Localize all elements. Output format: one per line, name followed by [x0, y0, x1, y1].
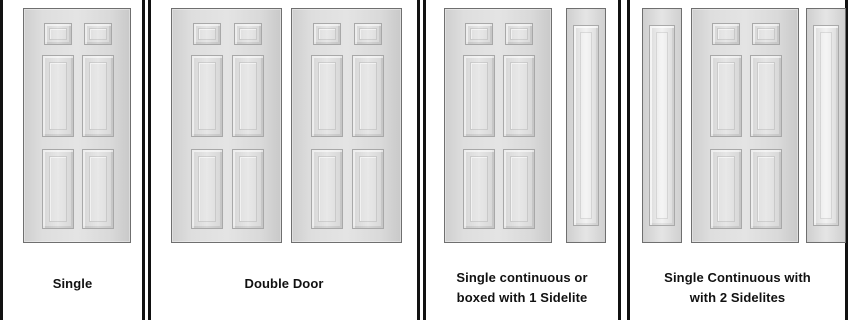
door-panel [750, 55, 782, 137]
door-image [691, 8, 799, 243]
label-line-2: boxed with 1 Sidelite [426, 288, 618, 308]
door-panel [352, 55, 384, 137]
door-panel [42, 55, 74, 137]
door-panel [712, 23, 740, 45]
door-panel [84, 23, 112, 45]
door-panel [503, 149, 535, 229]
door-panel [354, 23, 382, 45]
door-panel [311, 149, 343, 229]
label-line-2: with 2 Sidelites [630, 288, 845, 308]
option-label: Single Continuous with with 2 Sidelites [630, 268, 845, 308]
door-panel [752, 23, 780, 45]
door-panel [463, 149, 495, 229]
option-single-content: Single [3, 0, 142, 320]
door-panel [503, 55, 535, 137]
door-panel [191, 149, 223, 229]
door-panel [463, 55, 495, 137]
door-panel [82, 149, 114, 229]
option-label: Double Door [151, 274, 417, 294]
sidelite-right-image [806, 8, 846, 243]
door-panel [710, 149, 742, 229]
label-line-1: Double Door [151, 274, 417, 294]
door-panel [82, 55, 114, 137]
label-line-1: Single continuous or [426, 268, 618, 288]
sidelite-glass [649, 25, 675, 226]
door-panel [311, 55, 343, 137]
door-panel [465, 23, 493, 45]
door-panel [193, 23, 221, 45]
option-single-1-sidelite[interactable]: Single continuous or boxed with 1 Sideli… [423, 0, 621, 320]
door-panel [42, 149, 74, 229]
door-panel [191, 55, 223, 137]
option-single-2-sidelites[interactable]: Single Continuous with with 2 Sidelites [627, 0, 848, 320]
door-panel [710, 55, 742, 137]
door-panel [232, 149, 264, 229]
door-panel [505, 23, 533, 45]
door-panel [313, 23, 341, 45]
sidelite-glass [813, 25, 839, 226]
sidelite-left-image [642, 8, 682, 243]
door-panel [750, 149, 782, 229]
sidelite-glass [573, 25, 599, 226]
option-double-door-content: Double Door [151, 0, 417, 320]
door-panel [352, 149, 384, 229]
door-image [444, 8, 552, 243]
option-label: Single [3, 274, 142, 294]
option-single-1-sidelite-content: Single continuous or boxed with 1 Sideli… [426, 0, 618, 320]
door-panel [234, 23, 262, 45]
door-image [23, 8, 131, 243]
sidelite-image [566, 8, 606, 243]
door-panel [232, 55, 264, 137]
option-label: Single continuous or boxed with 1 Sideli… [426, 268, 618, 308]
door-image-left [171, 8, 282, 243]
label-line-1: Single Continuous with [630, 268, 845, 288]
option-single[interactable]: Single [0, 0, 145, 320]
option-single-2-sidelites-content: Single Continuous with with 2 Sidelites [630, 0, 845, 320]
label-line-1: Single [3, 274, 142, 294]
option-double-door[interactable]: Double Door [148, 0, 420, 320]
door-panel [44, 23, 72, 45]
door-image-right [291, 8, 402, 243]
